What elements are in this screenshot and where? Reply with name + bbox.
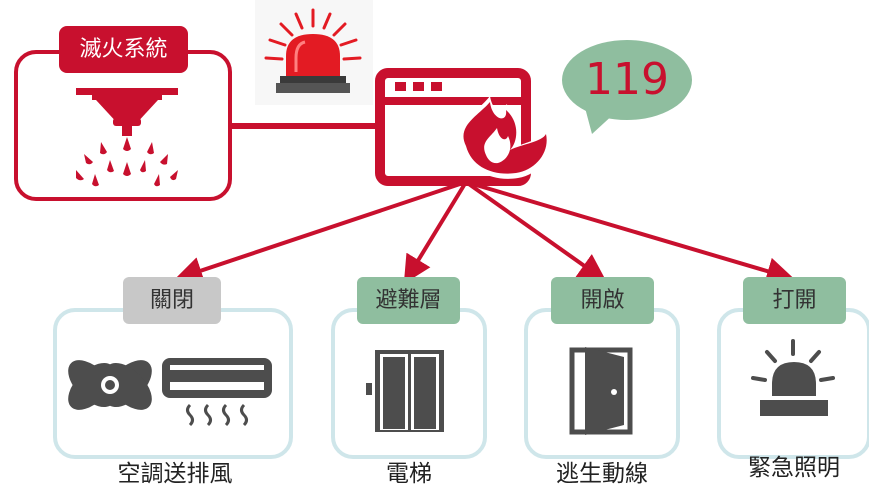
fire-alarm-panel-icon <box>375 68 554 186</box>
hvac-caption: 空調送排風 <box>117 461 233 487</box>
exit-route-tag <box>551 277 654 324</box>
emergency-lighting-caption: 緊急照明 <box>748 455 840 481</box>
exit-route-caption: 逃生動線 <box>556 461 648 487</box>
call-119-bubble <box>562 40 692 134</box>
hvac-box <box>53 277 293 459</box>
hvac-tag <box>123 277 221 324</box>
exit-route-box <box>524 277 680 459</box>
emergency-lighting-box <box>717 277 869 459</box>
emergency-lighting-action-label: 打開 <box>772 288 817 313</box>
elevator-icon <box>366 350 444 432</box>
arrow-to-lighting <box>465 180 795 285</box>
emergency-light-icon <box>751 339 835 416</box>
call-119-text: 119 <box>585 54 669 105</box>
air-conditioner-icon <box>162 358 272 427</box>
sprinkler-icon <box>76 88 178 187</box>
sprinkler-system-box <box>14 26 232 201</box>
siren-icon <box>255 0 373 105</box>
elevator-action-label: 避難層 <box>375 288 442 313</box>
elevator-caption: 電梯 <box>386 461 432 487</box>
sprinkler-tag <box>59 26 188 73</box>
exit-route-action-label: 開啟 <box>580 288 625 313</box>
elevator-box <box>331 277 487 459</box>
arrow-to-elevator <box>403 180 468 284</box>
elevator-tag <box>357 277 460 324</box>
arrows <box>174 180 795 285</box>
emergency-lighting-tag <box>743 277 846 324</box>
door-icon <box>569 347 633 435</box>
arrow-to-hvac <box>174 180 467 284</box>
sprinkler-system-label: 滅火系統 <box>79 37 168 62</box>
hvac-action-label: 關閉 <box>149 288 194 313</box>
fire-icon <box>458 96 554 179</box>
arrow-to-exit <box>464 180 607 282</box>
fan-icon <box>68 360 152 410</box>
